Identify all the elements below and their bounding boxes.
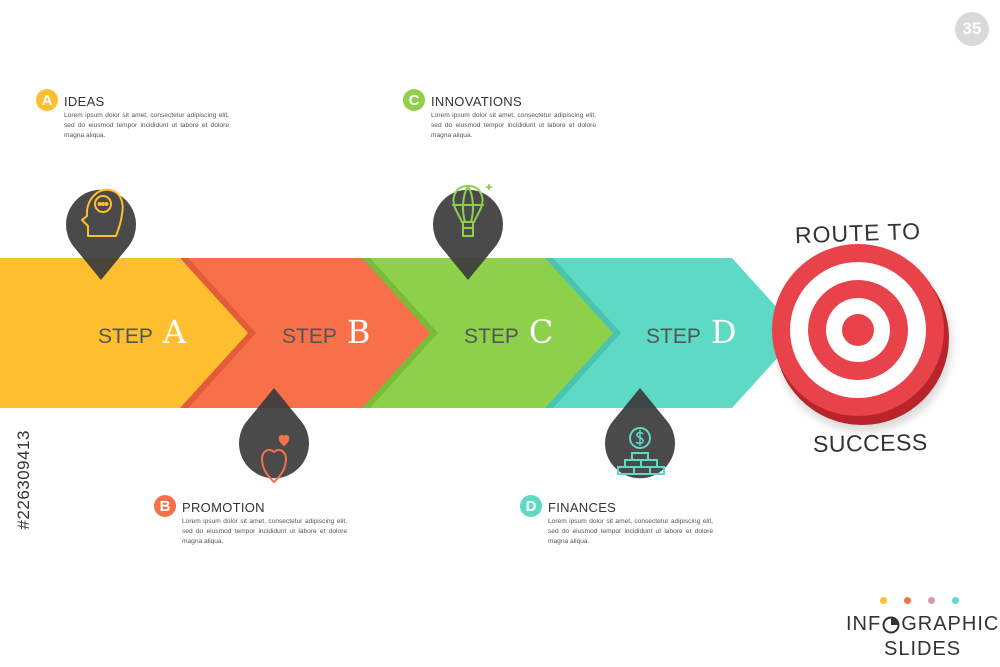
pie-o-icon [882, 616, 900, 633]
step-a-letter: A [162, 313, 186, 351]
heart-icon [261, 435, 290, 483]
hot-air-balloon-icon [452, 184, 492, 237]
badge-c: C [403, 89, 425, 111]
target-bullseye [772, 244, 952, 432]
brand-dot-yellow [880, 597, 887, 604]
brand-dot-pink [928, 597, 935, 604]
finances-description: Lorem ipsum dolor sit amet, consectetur … [548, 518, 713, 545]
innovations-title: INNOVATIONS [431, 94, 522, 109]
brand-line-1: INF GRAPHIC [846, 613, 999, 636]
brand-slides: SLIDES [884, 638, 962, 660]
brand-dots [880, 597, 959, 604]
promotion-title: PROMOTION [182, 500, 265, 515]
step-a-word: STEP [98, 325, 153, 348]
pin-c [433, 184, 504, 280]
pin-b [238, 388, 309, 483]
step-b-arrow [170, 258, 430, 408]
brand-dot-orange [904, 597, 911, 604]
stock-id-watermark: #226309413 [14, 430, 33, 530]
step-b-word: STEP [282, 325, 337, 348]
step-c-arrow [352, 258, 613, 408]
step-c-letter: C [528, 313, 554, 351]
success-label: SUCCESS [812, 429, 928, 457]
finances-title: FINANCES [548, 500, 617, 515]
innovations-description: Lorem ipsum dolor sit amet, consectetur … [431, 112, 596, 139]
badge-b: B [154, 495, 176, 517]
ideas-description: Lorem ipsum dolor sit amet, consectetur … [64, 112, 229, 139]
step-c-word: STEP [464, 325, 519, 348]
pin-d [605, 388, 675, 479]
brand-inf: INF [846, 613, 882, 635]
page-number-badge: 35 [955, 12, 989, 46]
step-a-arrow [0, 258, 248, 408]
promotion-description: Lorem ipsum dolor sit amet, consectetur … [182, 518, 347, 545]
ideas-title: IDEAS [64, 94, 105, 109]
step-d-word: STEP [646, 325, 701, 348]
badge-d: D [520, 495, 542, 517]
step-b-label: STEP B [282, 313, 370, 351]
brand-graphic: GRAPHIC [901, 613, 1000, 635]
step-d-arrow [535, 258, 800, 408]
step-d-letter: D [710, 313, 737, 351]
step-a-label: STEP A [98, 313, 186, 351]
step-c-label: STEP C [464, 313, 553, 351]
pin-a [66, 188, 136, 280]
route-to-label: ROUTE TO [794, 217, 922, 249]
step-d-label: STEP D [646, 313, 737, 351]
badge-a: A [36, 89, 58, 111]
coin-stack-icon [617, 427, 665, 475]
head-chat-icon [81, 188, 124, 237]
brand-dot-teal [952, 597, 959, 604]
step-b-letter: B [346, 313, 371, 351]
